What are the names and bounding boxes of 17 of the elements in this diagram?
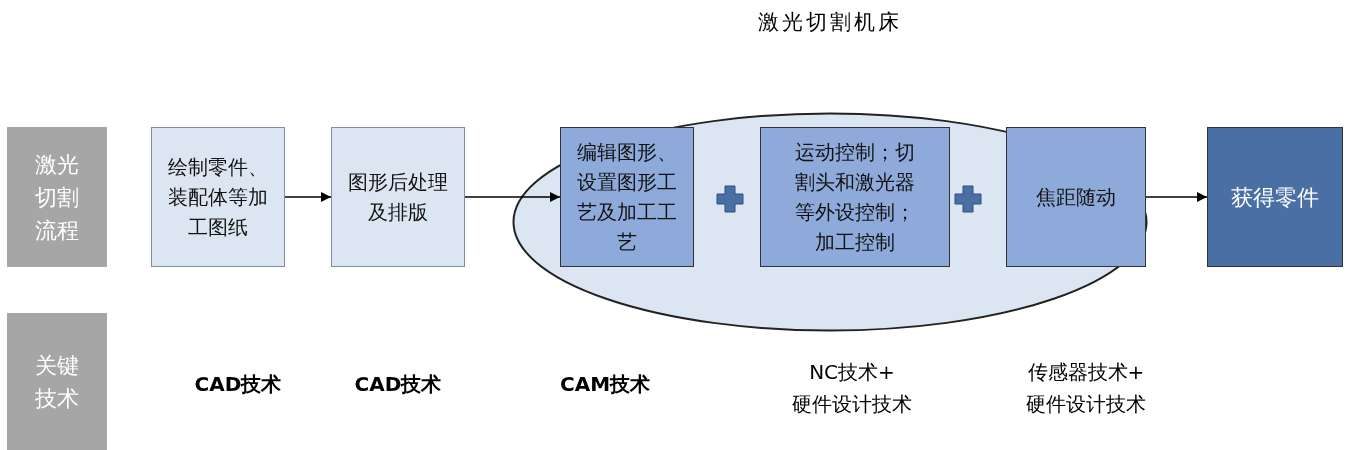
row-header-box: 激光切割流程 (7, 127, 107, 267)
technology-label: 传感器技术+ 硬件设计技术 (1025, 359, 1147, 418)
result-box: 获得零件 (1207, 127, 1343, 267)
technology-label: CAM技术 (558, 371, 652, 398)
process-box: 运动控制；切割头和激光器等外设控制；加工控制 (760, 127, 950, 267)
arrow (284, 191, 332, 203)
arrow (464, 191, 561, 203)
technology-label: CAD技术 (353, 371, 443, 398)
process-box: 焦距随动 (1006, 127, 1146, 267)
process-box: 图形后处理及排版 (331, 127, 465, 267)
group-heading: 激光切割机床 (757, 9, 903, 36)
process-box: 绘制零件、装配体等加工图纸 (151, 127, 285, 267)
process-box: 编辑图形、设置图形工艺及加工工艺 (560, 127, 694, 267)
technology-label: NC技术+ 硬件设计技术 (791, 359, 913, 418)
technology-label: CAD技术 (193, 371, 283, 398)
arrow (1145, 191, 1208, 203)
row-header-box: 关键技术 (7, 313, 107, 450)
